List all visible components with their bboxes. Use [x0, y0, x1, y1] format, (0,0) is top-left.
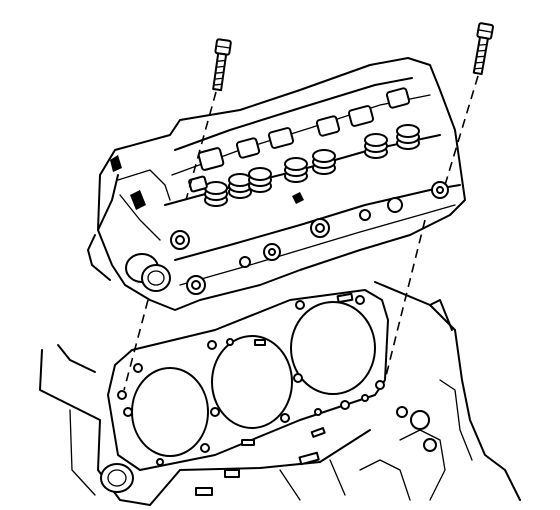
block-core-plug [100, 463, 134, 493]
valve-spring [396, 124, 420, 150]
rocker-pedestals [188, 87, 411, 193]
valve-spring [364, 133, 388, 159]
valve-spring [228, 173, 252, 199]
gasket-bore-1 [131, 367, 209, 457]
engine-block [39, 281, 521, 506]
alignment-lines [123, 75, 479, 391]
head-bolt-right [472, 22, 494, 76]
valve-spring [312, 149, 336, 175]
gasket-bore-2 [211, 335, 293, 429]
valve-spring [204, 181, 228, 207]
head-bolt-left [212, 38, 232, 92]
head-ports [170, 181, 449, 295]
valve-spring [284, 157, 308, 183]
gasket-bore-3 [290, 301, 376, 395]
cylinder-head [87, 57, 466, 311]
valve-spring [248, 167, 272, 193]
head-front-boss [125, 253, 171, 292]
head-gasket [107, 289, 389, 471]
